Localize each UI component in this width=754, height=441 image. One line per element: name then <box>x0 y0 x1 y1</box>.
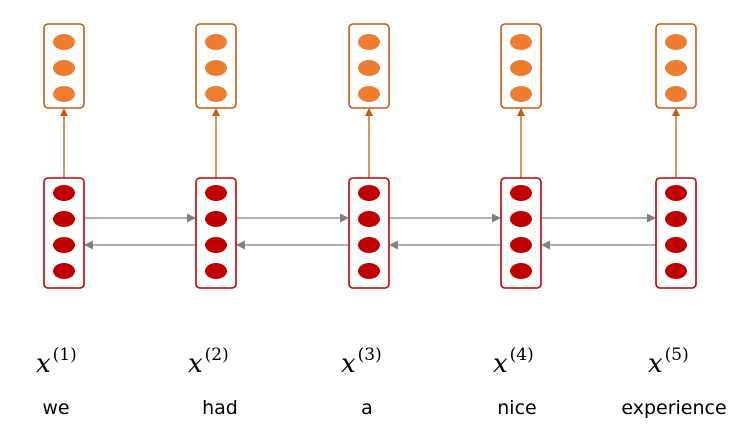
input-superscript-5: (5) <box>665 345 689 365</box>
output-unit-3-1 <box>358 34 380 50</box>
hidden-unit-5-2 <box>665 211 687 227</box>
hidden-vector-5 <box>655 177 697 289</box>
hidden-unit-2-4 <box>205 263 227 279</box>
input-superscript-2: (2) <box>205 345 229 365</box>
input-variable-2: x <box>188 349 203 379</box>
hidden-unit-1-3 <box>53 237 75 253</box>
hidden-vector-4 <box>500 177 542 289</box>
output-unit-1-3 <box>53 86 75 102</box>
output-unit-2-2 <box>205 60 227 76</box>
hidden-unit-2-2 <box>205 211 227 227</box>
output-unit-5-1 <box>665 34 687 50</box>
input-superscript-1: (1) <box>53 345 77 365</box>
output-unit-4-1 <box>510 34 532 50</box>
word-label-5: experience <box>621 397 726 419</box>
hidden-unit-3-1 <box>358 185 380 201</box>
output-unit-3-2 <box>358 60 380 76</box>
input-label-3: x(3) <box>341 345 382 379</box>
output-unit-4-3 <box>510 86 532 102</box>
hidden-unit-1-1 <box>53 185 75 201</box>
hidden-unit-3-3 <box>358 237 380 253</box>
hidden-unit-4-2 <box>510 211 532 227</box>
input-label-5: x(5) <box>648 345 689 379</box>
input-label-2: x(2) <box>188 345 229 379</box>
word-label-3: a <box>361 397 373 419</box>
input-label-4: x(4) <box>493 345 534 379</box>
output-unit-1-2 <box>53 60 75 76</box>
input-superscript-3: (3) <box>358 345 382 365</box>
hidden-vector-1 <box>43 177 85 289</box>
input-variable-4: x <box>493 349 508 379</box>
hidden-unit-2-1 <box>205 185 227 201</box>
hidden-unit-1-4 <box>53 263 75 279</box>
input-superscript-4: (4) <box>510 345 534 365</box>
hidden-vector-2 <box>195 177 237 289</box>
arrows-layer <box>60 108 680 250</box>
hidden-unit-2-3 <box>205 237 227 253</box>
output-unit-2-3 <box>205 86 227 102</box>
input-variable-3: x <box>341 349 356 379</box>
output-unit-5-2 <box>665 60 687 76</box>
output-unit-5-3 <box>665 86 687 102</box>
output-unit-3-3 <box>358 86 380 102</box>
output-unit-1-1 <box>53 34 75 50</box>
hidden-unit-5-1 <box>665 185 687 201</box>
input-label-1: x(1) <box>36 345 77 379</box>
hidden-unit-3-2 <box>358 211 380 227</box>
hidden-unit-4-4 <box>510 263 532 279</box>
input-variable-5: x <box>648 349 663 379</box>
hidden-unit-4-1 <box>510 185 532 201</box>
hidden-vector-3 <box>348 177 390 289</box>
output-unit-2-1 <box>205 34 227 50</box>
hidden-unit-3-4 <box>358 263 380 279</box>
word-label-1: we <box>42 397 69 419</box>
hidden-unit-5-3 <box>665 237 687 253</box>
hidden-unit-4-3 <box>510 237 532 253</box>
word-label-2: had <box>202 397 238 419</box>
input-variable-1: x <box>36 349 51 379</box>
hidden-unit-5-4 <box>665 263 687 279</box>
output-unit-4-2 <box>510 60 532 76</box>
hidden-unit-1-2 <box>53 211 75 227</box>
boxes-layer <box>43 23 697 289</box>
word-label-4: nice <box>497 397 536 419</box>
